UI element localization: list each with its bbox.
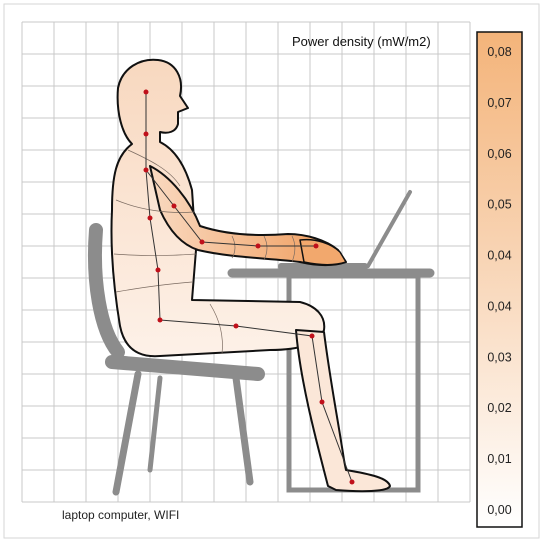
- joint-marker: [234, 324, 239, 329]
- joint-marker: [350, 480, 355, 485]
- joint-marker: [158, 318, 163, 323]
- joint-marker: [148, 216, 153, 221]
- legend-tick-label: 0,04: [487, 249, 511, 263]
- joint-marker: [200, 240, 205, 245]
- legend-tick-label: 0,00: [487, 503, 511, 517]
- joint-marker: [256, 244, 261, 249]
- joint-marker: [144, 132, 149, 137]
- figure-caption: laptop computer, WIFI: [62, 508, 179, 522]
- joint-marker: [310, 334, 315, 339]
- legend-tick-label: 0,01: [487, 452, 511, 466]
- joint-marker: [314, 244, 319, 249]
- joint-marker: [156, 268, 161, 273]
- legend-tick-label: 0,06: [487, 147, 511, 161]
- legend-tick-label: 0,08: [487, 45, 511, 59]
- joint-marker: [320, 400, 325, 405]
- legend-tick-label: 0,04: [487, 299, 511, 313]
- joint-marker: [144, 90, 149, 95]
- legend-tick-label: 0,02: [487, 401, 511, 415]
- legend-tick-label: 0,07: [487, 96, 511, 110]
- legend-tick-label: 0,03: [487, 350, 511, 364]
- joint-marker: [144, 168, 149, 173]
- joint-marker: [172, 204, 177, 209]
- legend-title: Power density (mW/m2): [292, 34, 431, 49]
- legend-colorbar: 0,08 0,07 0,06 0,05 0,04 0,04 0,03 0,02 0,01 0,00: [477, 32, 522, 527]
- legend-tick-label: 0,05: [487, 198, 511, 212]
